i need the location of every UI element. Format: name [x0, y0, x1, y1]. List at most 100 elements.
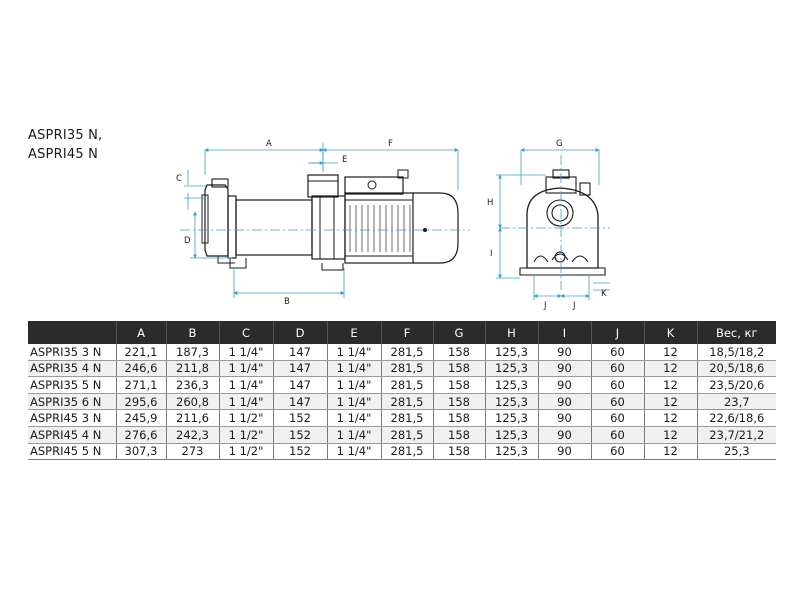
value-cell: 1 1/4" — [218, 344, 273, 361]
value-cell: 90 — [537, 344, 591, 361]
value-cell: 281,5 — [380, 376, 433, 394]
value-cell: 60 — [590, 360, 644, 378]
value-cell: 23,7 — [696, 393, 776, 411]
value-cell: 1 1/4" — [326, 409, 381, 427]
value-cell: 12 — [643, 376, 697, 394]
front-dimensions — [496, 148, 610, 300]
value-cell: 1 1/4" — [326, 393, 381, 411]
value-cell: 1 1/4" — [218, 360, 273, 378]
column-header: B — [165, 321, 219, 344]
value-cell: 60 — [590, 344, 644, 361]
value-cell: 147 — [272, 376, 327, 394]
value-cell: 242,3 — [165, 426, 219, 444]
value-cell: 158 — [432, 344, 485, 361]
value-cell: 281,5 — [380, 393, 433, 411]
model-cell: ASPRI45 3 N — [28, 409, 116, 427]
column-header: I — [537, 321, 591, 344]
dim-label-h: H — [487, 198, 493, 208]
value-cell: 60 — [590, 443, 644, 461]
value-cell: 245,9 — [115, 409, 166, 427]
dim-label-d: D — [184, 236, 191, 246]
dim-label-b: B — [284, 297, 290, 307]
value-cell: 1 1/2" — [218, 443, 273, 461]
value-cell: 125,3 — [484, 426, 538, 444]
column-header — [28, 321, 116, 344]
value-cell: 23,5/20,6 — [696, 376, 776, 394]
value-cell: 1 1/2" — [218, 409, 273, 427]
dim-label-c: C — [176, 174, 182, 184]
value-cell: 1 1/4" — [218, 393, 273, 411]
pump-front-view — [519, 169, 606, 276]
column-header: A — [115, 321, 166, 344]
value-cell: 18,5/18,2 — [696, 344, 776, 361]
value-cell: 281,5 — [380, 443, 433, 461]
value-cell: 1 1/2" — [218, 426, 273, 444]
value-cell: 12 — [643, 426, 697, 444]
value-cell: 158 — [432, 376, 485, 394]
value-cell: 1 1/4" — [218, 376, 273, 394]
value-cell: 90 — [537, 393, 591, 411]
dim-label-k: K — [601, 289, 607, 299]
value-cell: 221,1 — [115, 344, 166, 361]
value-cell: 12 — [643, 360, 697, 378]
dim-label-f: F — [388, 139, 393, 149]
column-header: G — [432, 321, 485, 344]
value-cell: 90 — [537, 426, 591, 444]
value-cell: 125,3 — [484, 393, 538, 411]
column-header: C — [218, 321, 273, 344]
value-cell: 90 — [537, 376, 591, 394]
value-cell: 187,3 — [165, 344, 219, 361]
value-cell: 1 1/4" — [326, 443, 381, 461]
value-cell: 158 — [432, 409, 485, 427]
model-title: ASPRI35 N, ASPRI45 N — [28, 126, 102, 164]
value-cell: 60 — [590, 409, 644, 427]
value-cell: 125,3 — [484, 360, 538, 378]
value-cell: 90 — [537, 409, 591, 427]
value-cell: 90 — [537, 443, 591, 461]
value-cell: 12 — [643, 443, 697, 461]
column-header: Вес, кг — [696, 321, 776, 344]
value-cell: 125,3 — [484, 409, 538, 427]
value-cell: 125,3 — [484, 443, 538, 461]
dim-label-a: A — [266, 139, 272, 149]
value-cell: 246,6 — [115, 360, 166, 378]
model-title-line-2: ASPRI45 N — [28, 147, 99, 162]
value-cell: 60 — [590, 393, 644, 411]
column-header: F — [380, 321, 433, 344]
value-cell: 158 — [432, 360, 485, 378]
value-cell: 152 — [272, 409, 327, 427]
value-cell: 211,6 — [165, 409, 219, 427]
model-cell: ASPRI35 6 N — [28, 393, 116, 411]
column-header: J — [590, 321, 644, 344]
value-cell: 152 — [272, 443, 327, 461]
value-cell: 147 — [272, 344, 327, 361]
model-cell: ASPRI45 4 N — [28, 426, 116, 444]
pump-side-view — [201, 169, 459, 271]
value-cell: 23,7/21,2 — [696, 426, 776, 444]
value-cell: 271,1 — [115, 376, 166, 394]
value-cell: 158 — [432, 426, 485, 444]
dim-label-e: E — [342, 155, 347, 165]
column-header: H — [484, 321, 538, 344]
value-cell: 260,8 — [165, 393, 219, 411]
value-cell: 147 — [272, 360, 327, 378]
value-cell: 1 1/4" — [326, 376, 381, 394]
value-cell: 60 — [590, 376, 644, 394]
value-cell: 147 — [272, 393, 327, 411]
value-cell: 22,6/18,6 — [696, 409, 776, 427]
value-cell: 20,5/18,6 — [696, 360, 776, 378]
value-cell: 1 1/4" — [326, 360, 381, 378]
value-cell: 281,5 — [380, 426, 433, 444]
value-cell: 273 — [165, 443, 219, 461]
value-cell: 281,5 — [380, 409, 433, 427]
column-header: K — [643, 321, 697, 344]
